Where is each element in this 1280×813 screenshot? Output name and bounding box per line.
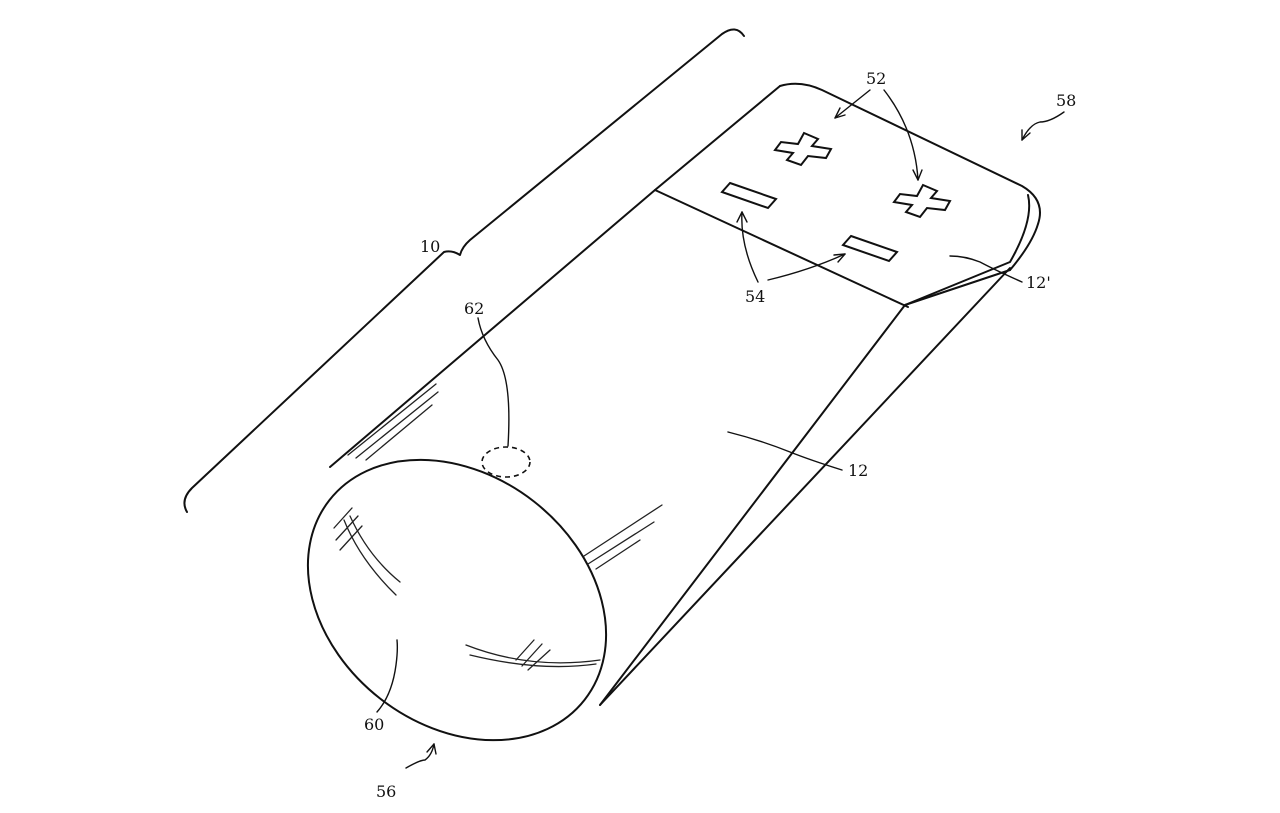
label-58: 58	[1056, 91, 1076, 110]
minus-terminal-right	[841, 234, 899, 263]
hidden-feature-62	[481, 446, 531, 478]
minus-terminal-left	[720, 181, 778, 210]
bracket-10	[183, 28, 745, 513]
label-10: 10	[420, 237, 440, 256]
label-54: 54	[745, 287, 765, 306]
panel-divider-upper	[654, 189, 909, 308]
device-body	[306, 82, 1041, 742]
label-62: 62	[464, 299, 484, 318]
plus-terminal-upper	[773, 131, 833, 167]
label-56: 56	[376, 782, 396, 801]
label-60: 60	[364, 715, 384, 734]
label-52: 52	[866, 69, 886, 88]
plus-terminal-lower	[892, 183, 952, 219]
leader-lines	[376, 89, 1065, 769]
label-12: 12	[848, 461, 868, 480]
label-12-prime: 12'	[1026, 273, 1051, 292]
end-cap-ellipse	[306, 458, 608, 742]
shading-lines	[333, 383, 663, 671]
